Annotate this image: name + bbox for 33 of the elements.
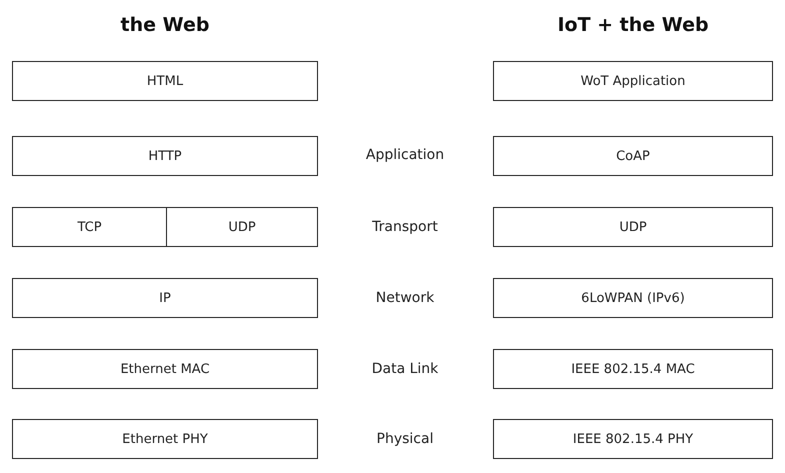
layer-label: Application bbox=[366, 147, 444, 163]
layer-name: TCP bbox=[77, 220, 102, 234]
layer-name: IEEE 802.15.4 MAC bbox=[571, 362, 695, 376]
layer-box bbox=[493, 419, 773, 459]
layer-label: Network bbox=[376, 290, 434, 306]
layer-name: UDP bbox=[619, 220, 647, 234]
layer-box bbox=[493, 207, 773, 247]
layer-box bbox=[12, 278, 318, 318]
layer-box bbox=[493, 61, 773, 101]
layer-name: IP bbox=[159, 290, 171, 306]
layer-name: HTML bbox=[146, 74, 184, 88]
layer-box bbox=[493, 136, 773, 176]
layer-box bbox=[493, 349, 773, 389]
layer-label: Transport bbox=[372, 219, 438, 235]
layer-name: WoT Application bbox=[580, 74, 686, 88]
layer-name: IEEE 802.15.4 PHY bbox=[572, 432, 694, 446]
layer-box bbox=[12, 207, 167, 247]
layer-name: HTTP bbox=[148, 148, 182, 164]
layer-box bbox=[493, 278, 773, 318]
layer-label: Data Link bbox=[372, 361, 438, 377]
layer-box bbox=[12, 136, 318, 176]
layer-label: Physical bbox=[376, 431, 434, 447]
layer-name: Ethernet PHY bbox=[122, 432, 208, 446]
layer-box bbox=[166, 207, 318, 247]
layer-name: CoAP bbox=[616, 148, 650, 164]
layer-name: 6LoWPAN (IPv6) bbox=[581, 290, 685, 306]
column-heading: IoT + the Web bbox=[557, 14, 709, 36]
column-heading: the Web bbox=[120, 14, 210, 36]
layer-box bbox=[12, 61, 318, 101]
layer-name: UDP bbox=[228, 220, 256, 234]
layer-box bbox=[12, 419, 318, 459]
layer-name: Ethernet MAC bbox=[120, 362, 210, 376]
layer-box bbox=[12, 349, 318, 389]
